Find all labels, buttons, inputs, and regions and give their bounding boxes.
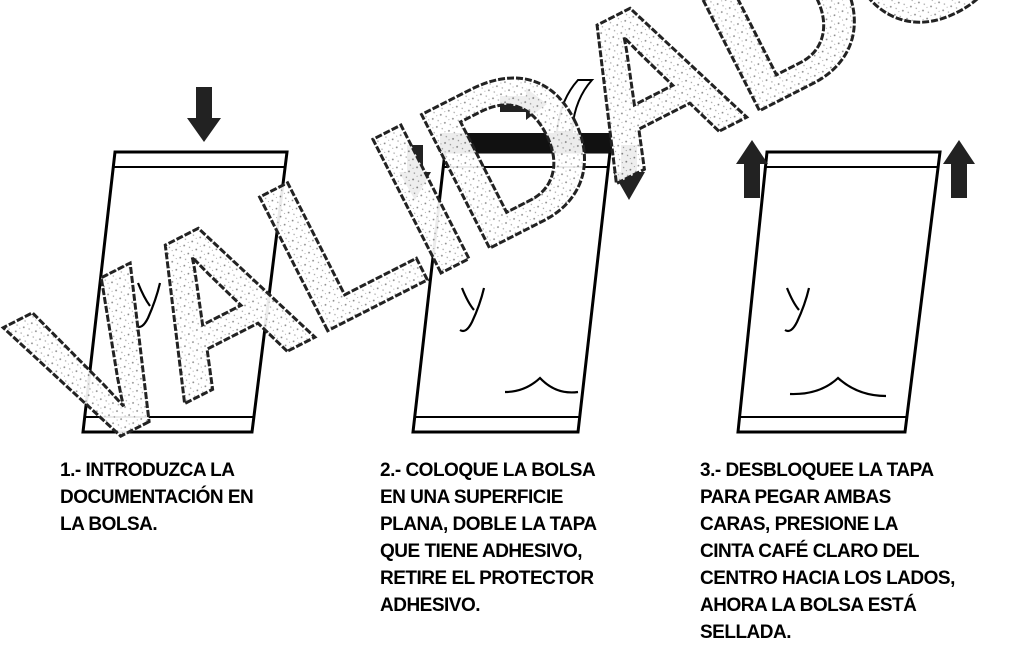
step1-line: DOCUMENTACIÓN EN — [60, 487, 254, 508]
step1-line: 1.- INTRODUZCA LA — [60, 460, 235, 481]
step2-illustration — [399, 79, 645, 434]
right-arrow-icon — [500, 88, 547, 120]
step2-line: EN UNA SUPERFICIE — [380, 487, 563, 508]
up-arrow-icon — [736, 140, 768, 198]
step2-line: QUE TIENE ADHESIVO, — [380, 541, 582, 562]
down-arrow-icon — [187, 87, 221, 142]
step3-line: PARA PEGAR AMBAS — [700, 487, 891, 508]
step2-instructions: 2.- COLOQUE LA BOLSA EN UNA SUPERFICIE P… — [380, 457, 597, 619]
step1-document-mark — [135, 282, 162, 329]
step3-tape-curve — [789, 376, 887, 398]
step3-document-mark — [784, 287, 811, 333]
step3-bag — [736, 150, 942, 434]
step3-instructions: 3.- DESBLOQUEE LA TAPA PARA PEGAR AMBAS … — [700, 457, 955, 646]
step1-illustration — [81, 87, 289, 434]
step3-line: 3.- DESBLOQUEE LA TAPA — [700, 460, 934, 481]
step3-line: SELLADA. — [700, 622, 791, 643]
up-arrow-icon — [943, 140, 975, 198]
step1-instructions: 1.- INTRODUZCA LA DOCUMENTACIÓN EN LA BO… — [60, 457, 254, 538]
step2-document-mark — [459, 287, 486, 333]
step3-line: AHORA LA BOLSA ESTÁ — [700, 595, 917, 616]
step2-protector-strip — [555, 79, 595, 133]
down-arrow-icon — [399, 145, 431, 200]
step2-line: PLANA, DOBLE LA TAPA — [380, 514, 597, 535]
step2-tape-curve — [504, 376, 579, 394]
step1-line: LA BOLSA. — [60, 514, 158, 535]
step2-adhesive-flap — [440, 133, 612, 153]
step3-illustration — [736, 140, 975, 434]
step2-line: RETIRE EL PROTECTOR — [380, 568, 594, 589]
step2-line: 2.- COLOQUE LA BOLSA — [380, 460, 596, 481]
step2-line: ADHESIVO. — [380, 595, 481, 616]
step3-line: CENTRO HACIA LOS LADOS, — [700, 568, 955, 589]
step3-line: CINTA CAFÉ CLARO DEL — [700, 541, 920, 562]
step3-line: CARAS, PRESIONE LA — [700, 514, 898, 535]
step1-bag — [81, 150, 289, 434]
down-arrow-icon — [613, 145, 645, 200]
